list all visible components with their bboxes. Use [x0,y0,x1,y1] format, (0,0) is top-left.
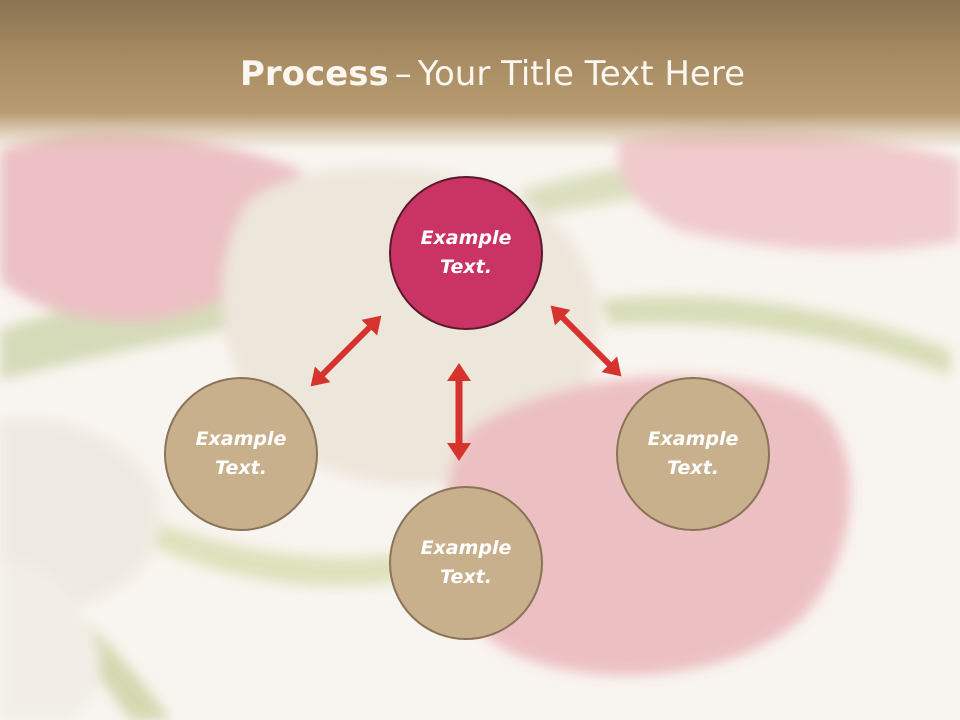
arrow-top-left [310,315,382,387]
node-right-line2: Text. [667,457,719,479]
slide-title: Process–Your Title Text Here [0,52,960,96]
node-left-line2: Text. [215,457,267,479]
title-bar [0,0,960,150]
title-dash: – [394,54,412,94]
arrow-vertical [447,363,471,461]
node-left-line1: Example [195,428,287,450]
node-top-line2: Text. [440,256,492,278]
node-bottom-line2: Text. [440,566,492,588]
node-bottom-line1: Example [420,537,512,559]
node-right-line1: Example [647,428,739,450]
title-bold-part: Process [239,54,389,94]
title-rest-part: Your Title Text Here [417,54,745,94]
node-top-line1: Example [420,227,512,249]
arrow-top-right [550,305,622,377]
